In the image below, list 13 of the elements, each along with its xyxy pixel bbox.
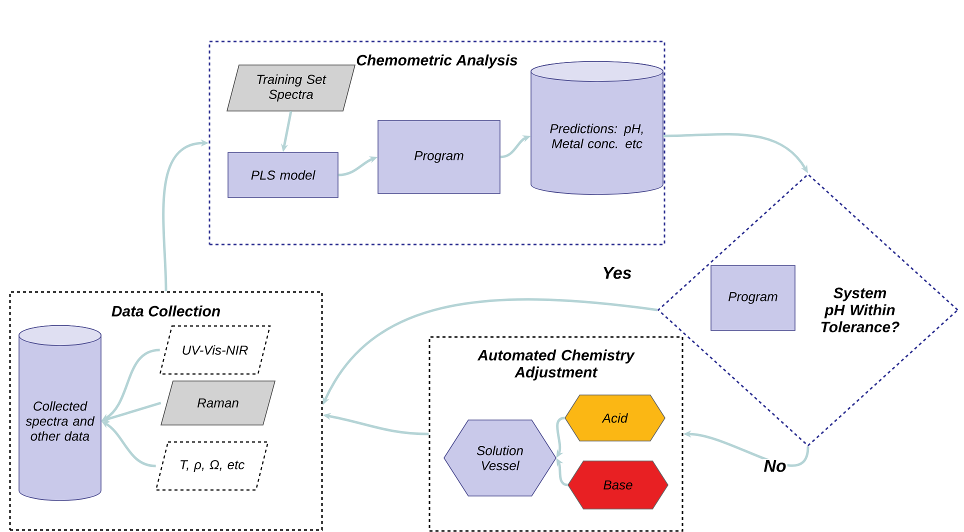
- process-box: Program: [710, 265, 796, 331]
- edge-label: No: [762, 459, 788, 473]
- database-cylinder: Collected spectra and other data: [18, 325, 102, 501]
- hexagon-node: Acid: [564, 394, 666, 442]
- data-parallelogram: Training Set Spectra: [226, 64, 356, 112]
- data-parallelogram: UV-Vis-NIR: [159, 325, 271, 375]
- hexagon-node: Base: [568, 460, 668, 510]
- database-cylinder: Predictions: pH, Metal conc. etc: [530, 61, 664, 195]
- process-box: PLS model: [228, 152, 338, 198]
- data-parallelogram: T, ρ, Ω, etc: [155, 441, 269, 491]
- edge-label: Yes: [601, 266, 633, 280]
- hexagon-node: Solution Vessel: [444, 420, 556, 496]
- process-box: Program: [378, 120, 500, 194]
